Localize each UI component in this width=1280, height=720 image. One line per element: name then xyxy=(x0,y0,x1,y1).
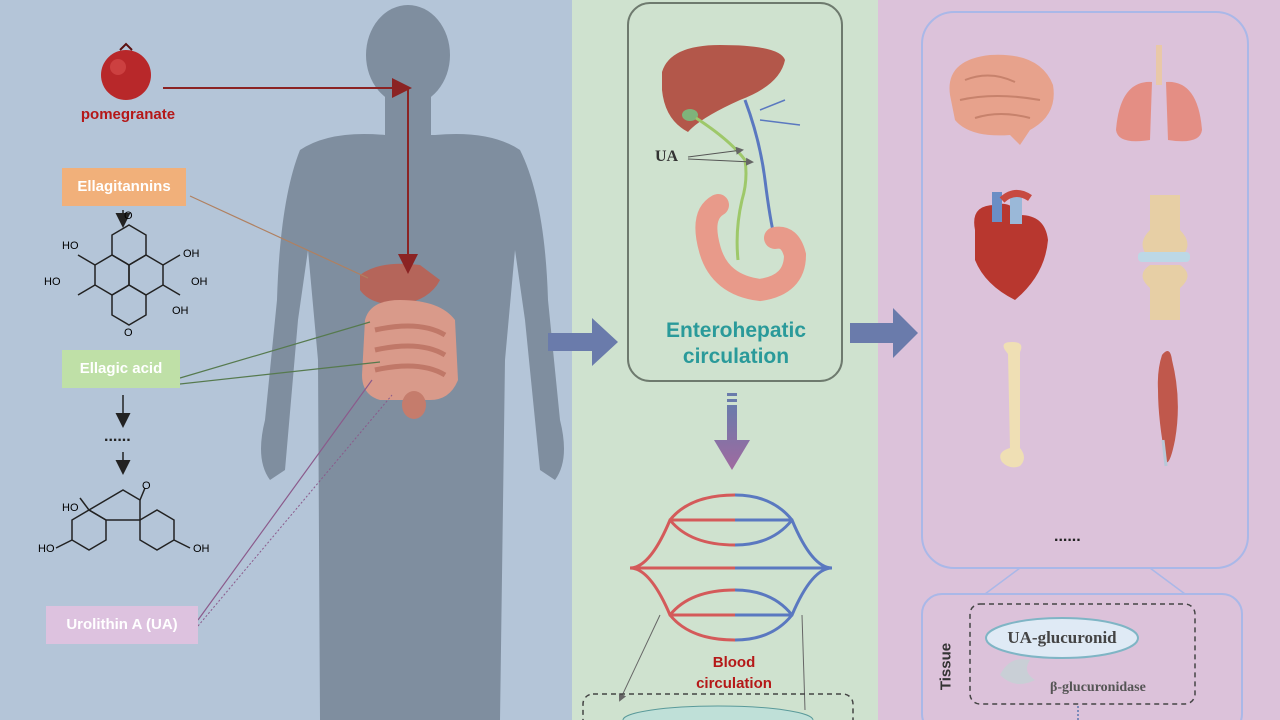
ua-glucuronid-label: UA-glucuronid xyxy=(1007,628,1117,647)
muscle-icon xyxy=(1157,351,1178,467)
chem-label-ho-2: HO xyxy=(44,276,61,288)
urolithin-label: Urolithin A (UA) xyxy=(66,616,178,633)
pomegranate-icon xyxy=(101,42,151,100)
ellagitannins-box: Ellagitannins xyxy=(62,168,186,206)
chem-label-o-3: O xyxy=(142,480,151,492)
enterohepatic-label: Enterohepatic circulation xyxy=(630,318,842,370)
intestine-icon xyxy=(695,194,807,302)
pomegranate-label: pomegranate xyxy=(80,106,176,123)
enterohepatic-line-2: circulation xyxy=(682,345,790,368)
ellagic-acid-box: Ellagic acid xyxy=(62,350,180,388)
enzyme-icon xyxy=(1000,659,1035,684)
chem-label-o-2: O xyxy=(124,327,133,339)
gut-organs xyxy=(360,263,458,419)
middle-panel xyxy=(572,0,878,720)
chem-label-ho-3: HO xyxy=(62,502,79,514)
ellagic-acid-label: Ellagic acid xyxy=(79,360,163,377)
ellagitannins-label: Ellagitannins xyxy=(77,178,171,195)
bone-icon xyxy=(1000,342,1024,468)
heart-icon xyxy=(974,190,1048,300)
ellipsis-left: ...... xyxy=(104,428,131,445)
tissue-inner-box xyxy=(969,603,1196,705)
blood-line-2: circulation xyxy=(696,675,772,692)
ua-arrow-1 xyxy=(687,146,744,158)
lungs-icon xyxy=(1116,45,1202,142)
flow-arrow-1 xyxy=(548,318,618,366)
knee-joint-icon xyxy=(1138,195,1190,320)
flow-arrow-2 xyxy=(850,308,918,358)
ua-glucuronid-ellipse xyxy=(985,617,1139,659)
liver-icon xyxy=(662,45,785,132)
tissue-box xyxy=(921,593,1243,720)
blood-vessel-network xyxy=(629,493,833,642)
enterohepatic-box xyxy=(627,2,843,382)
brain-icon xyxy=(949,54,1054,145)
chem-label-oh-1: OH xyxy=(183,248,200,260)
ellipsis-right: ...... xyxy=(1054,528,1081,545)
ellagic-connector-2 xyxy=(179,361,381,385)
chem-label-o-1: O xyxy=(124,210,133,222)
ellagic-acid-structure xyxy=(77,224,181,326)
urolithin-box: Urolithin A (UA) xyxy=(46,606,198,644)
ua-arrow-2 xyxy=(687,157,754,166)
ellagitannins-connector xyxy=(189,195,369,279)
tissue-label: Tissue xyxy=(937,642,955,691)
chem-label-oh-3: OH xyxy=(172,305,189,317)
urolithin-structure xyxy=(55,487,191,551)
urolithin-connector-1 xyxy=(197,379,373,621)
chem-label-ho-4: HO xyxy=(38,543,55,555)
ellagic-connector-1 xyxy=(179,321,371,379)
enterohepatic-line-1: Enterohepatic xyxy=(665,319,807,342)
blood-circulation-label: Blood circulation xyxy=(672,652,796,694)
beta-glucuronidase-label: β-glucuronidase xyxy=(1050,680,1146,695)
chem-label-ho-1: HO xyxy=(62,240,79,252)
portal-vein xyxy=(743,99,777,241)
ua-label: UA xyxy=(655,148,679,165)
bile-duct xyxy=(695,116,748,261)
chem-label-oh-2: OH xyxy=(191,276,208,288)
blood-detail-box xyxy=(582,693,854,720)
blood-line-1: Blood xyxy=(712,654,756,671)
down-flow-arrow xyxy=(714,405,750,470)
chem-label-oh-4: OH xyxy=(193,543,210,555)
